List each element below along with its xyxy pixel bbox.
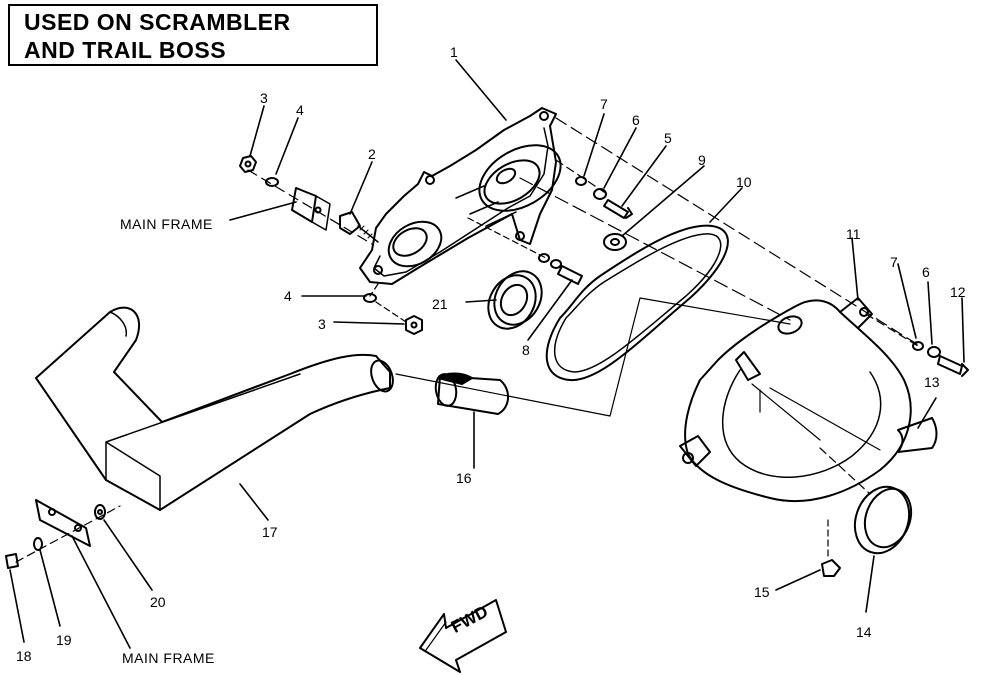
seal-21 (487, 270, 543, 330)
title-box: USED ON SCRAMBLER AND TRAIL BOSS (8, 4, 378, 66)
washer-9 (603, 233, 627, 251)
callout-1: 1 (450, 44, 458, 60)
duct-sleeve-16 (434, 372, 509, 415)
callout-10: 10 (736, 174, 752, 190)
screw-15 (821, 519, 841, 577)
title-line-2: AND TRAIL BOSS (24, 37, 227, 63)
main-frame-label-top: MAIN FRAME (120, 216, 213, 232)
callout-6-top: 6 (632, 112, 640, 128)
callout-5: 5 (664, 130, 672, 146)
alignment-lines (395, 117, 921, 451)
callout-13: 13 (924, 374, 940, 390)
callout-11: 11 (846, 226, 861, 242)
inspection-cover-14 (819, 447, 913, 555)
lower-fasteners (363, 283, 423, 335)
drive-belt-10 (545, 224, 729, 382)
upper-fasteners (239, 155, 379, 245)
title-line-1: USED ON SCRAMBLER (24, 9, 291, 35)
forward-arrow-icon (419, 599, 507, 673)
callout-8: 8 (522, 342, 530, 358)
callout-4-top: 4 (296, 102, 304, 118)
callout-9: 9 (698, 152, 706, 168)
leader-lines (9, 59, 965, 649)
callout-18: 18 (16, 648, 32, 664)
callout-4-bottom: 4 (284, 288, 292, 304)
callout-7-right: 7 (890, 254, 898, 270)
callout-15: 15 (754, 584, 770, 600)
callout-21: 21 (432, 296, 448, 312)
callout-3-bottom: 3 (318, 316, 326, 332)
shaft-hardware-8 (467, 217, 583, 285)
outer-drive-cover (679, 297, 912, 502)
callout-20: 20 (150, 594, 166, 610)
callout-14: 14 (856, 624, 872, 640)
callout-19: 19 (56, 632, 72, 648)
decal-13 (897, 417, 938, 453)
callout-7-top: 7 (600, 96, 608, 112)
callout-17: 17 (262, 524, 278, 540)
cover-bolt-group-top (555, 159, 633, 219)
main-frame-label-bottom: MAIN FRAME (122, 650, 215, 666)
callout-6-right: 6 (922, 264, 930, 280)
inner-drive-cover (359, 107, 562, 285)
callout-12: 12 (950, 284, 966, 300)
air-duct-17 (35, 306, 394, 511)
callout-3-top: 3 (260, 90, 268, 106)
cover-bolt-group-right (865, 313, 969, 377)
callout-16: 16 (456, 470, 472, 486)
frame-mount-hardware (5, 499, 121, 569)
callout-2: 2 (368, 146, 376, 162)
